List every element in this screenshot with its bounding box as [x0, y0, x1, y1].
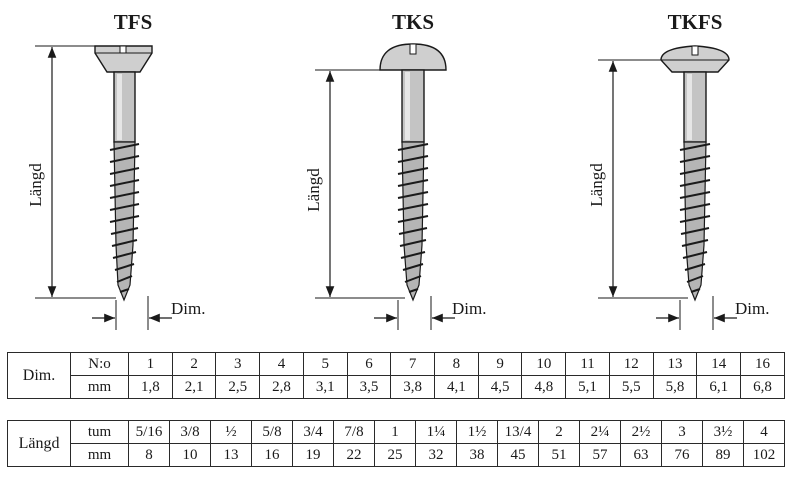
dim-cell: 2,1: [171, 375, 217, 399]
length-cell: 13/4: [497, 420, 539, 444]
screw-tks: TKS Längd Dim.: [304, 10, 486, 330]
length-cell: 2: [538, 420, 580, 444]
dim-cell: 1,8: [128, 375, 173, 399]
length-label-tkfs: Längd: [587, 163, 606, 207]
length-label-tks: Längd: [304, 168, 323, 212]
length-cell: 8: [128, 443, 170, 467]
length-cell: 1: [374, 420, 416, 444]
length-row-inch: Längd tum 5/16 3/8 ½ 5/8 3/4 7/8 1 1¼ 1½…: [7, 420, 785, 467]
length-cell: 51: [538, 443, 580, 467]
dim-cell: 9: [477, 352, 523, 376]
dim-cell: 2,5: [215, 375, 261, 399]
dim-cell: 1: [128, 352, 173, 376]
title-tkfs: TKFS: [668, 10, 723, 34]
length-label-tfs: Längd: [26, 163, 45, 207]
dim-cell: 5,8: [652, 375, 698, 399]
length-cell: 4: [743, 420, 785, 444]
dim-row-mm: mm 1,8 2,1 2,5 2,8 3,1 3,5 3,8 4,1 4,5 4…: [8, 375, 785, 399]
length-cell: 76: [661, 443, 703, 467]
dim-cell: 4,1: [434, 375, 479, 399]
dim-cell: 14: [696, 352, 742, 376]
length-cell: 38: [456, 443, 498, 467]
length-cell: 89: [702, 443, 744, 467]
length-cell: 5/8: [251, 420, 293, 444]
length-cell: 1½: [456, 420, 498, 444]
length-cell: 3/8: [169, 420, 211, 444]
screw-diagram: TFS Längd Dim. TKS: [26, 10, 769, 330]
length-header: Längd: [7, 420, 71, 467]
length-cell: 3½: [702, 420, 744, 444]
length-cell: 1¼: [415, 420, 457, 444]
dim-cell: 4,8: [521, 375, 567, 399]
dim-cell: 3,8: [390, 375, 436, 399]
dim-cell: 10: [521, 352, 567, 376]
length-row-mm: mm 8 10 13 16 19 22 25 32 38 45 51 57 63…: [8, 443, 785, 467]
dim-cell: 12: [608, 352, 654, 376]
dim-cell: 5: [302, 352, 348, 376]
dim-cell: 4: [259, 352, 304, 376]
dim-label-tks: Dim.: [452, 299, 486, 318]
length-cell: 16: [251, 443, 293, 467]
length-cell: 3/4: [292, 420, 334, 444]
dim-unit-cell: mm: [70, 375, 129, 399]
dim-cell: 6: [346, 352, 392, 376]
dim-cell: 2,8: [259, 375, 304, 399]
dim-table: Dim. N:o 1 2 3 4 5 6 7 8 9 10 11 12 13 1…: [7, 352, 785, 399]
thread-tfs: [109, 143, 140, 293]
length-table: Längd tum 5/16 3/8 ½ 5/8 3/4 7/8 1 1¼ 1½…: [7, 420, 785, 467]
dim-cell: 3: [215, 352, 261, 376]
dim-cell: 6,8: [740, 375, 785, 399]
length-cell: 7/8: [333, 420, 375, 444]
length-cell: 3: [661, 420, 703, 444]
length-cell: 10: [169, 443, 211, 467]
screw-tfs: TFS Längd Dim.: [26, 10, 205, 330]
length-cell: 63: [620, 443, 662, 467]
length-cell: 5/16: [128, 420, 170, 444]
dim-cell: 16: [740, 352, 785, 376]
thread-tkfs: [679, 143, 711, 293]
length-unit-cell: mm: [70, 443, 129, 467]
dim-cell: 3,1: [302, 375, 348, 399]
dim-cell: 4,5: [477, 375, 523, 399]
dim-cell: 7: [390, 352, 436, 376]
title-tfs: TFS: [114, 10, 153, 34]
length-cell: 2½: [620, 420, 662, 444]
length-cell: 32: [415, 443, 457, 467]
dim-unit-cell: N:o: [70, 352, 129, 376]
dim-cell: 5,5: [608, 375, 654, 399]
length-cell: 57: [579, 443, 621, 467]
length-cell: ½: [210, 420, 252, 444]
dim-cell: 2: [171, 352, 217, 376]
length-cell: 22: [333, 443, 375, 467]
length-unit-cell: tum: [70, 420, 129, 444]
dim-cell: 13: [652, 352, 698, 376]
dim-cell: 5,1: [565, 375, 610, 399]
dim-cell: 3,5: [346, 375, 392, 399]
length-cell: 19: [292, 443, 334, 467]
dim-label-tkfs: Dim.: [735, 299, 769, 318]
dim-header: Dim.: [7, 352, 71, 399]
length-cell: 45: [497, 443, 539, 467]
length-cell: 13: [210, 443, 252, 467]
length-cell: 102: [743, 443, 785, 467]
thread-tks: [397, 143, 429, 293]
dim-cell: 6,1: [696, 375, 742, 399]
screw-tkfs: TKFS Längd Dim.: [587, 10, 769, 330]
dim-cell: 8: [434, 352, 479, 376]
title-tks: TKS: [392, 10, 434, 34]
dim-cell: 11: [565, 352, 610, 376]
dim-label-tfs: Dim.: [171, 299, 205, 318]
dim-row-number: Dim. N:o 1 2 3 4 5 6 7 8 9 10 11 12 13 1…: [7, 352, 785, 399]
length-cell: 25: [374, 443, 416, 467]
length-cell: 2¼: [579, 420, 621, 444]
